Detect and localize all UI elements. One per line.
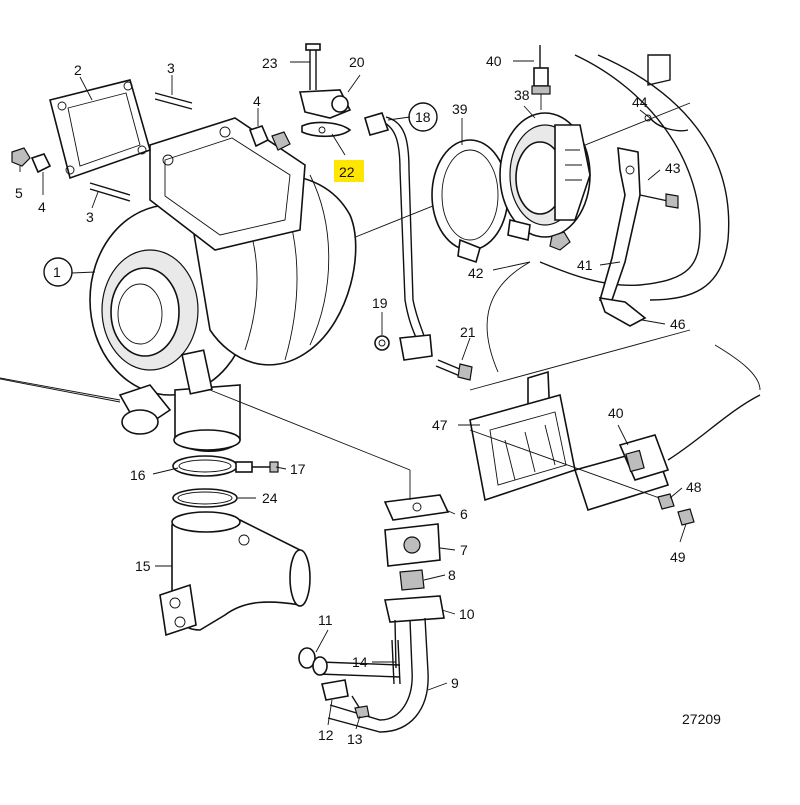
callout-40-top: 40 <box>486 53 502 69</box>
routing-line-right <box>714 344 761 391</box>
bolt-23 <box>305 43 321 90</box>
stud-3-upper <box>154 92 193 110</box>
callout-13: 13 <box>347 731 363 747</box>
bolt-17 <box>252 461 279 473</box>
callout-23: 23 <box>262 55 278 71</box>
callout-24: 24 <box>262 490 278 506</box>
callout-16: 16 <box>130 467 146 483</box>
callout-49: 49 <box>670 549 686 565</box>
callout-43: 43 <box>665 160 681 176</box>
callout-20: 20 <box>349 54 365 70</box>
gasket-2 <box>49 79 151 180</box>
callout-41: 41 <box>577 257 593 273</box>
callout-8: 8 <box>448 567 456 583</box>
oil-pipe-18 <box>364 112 433 361</box>
callout-48: 48 <box>686 479 702 495</box>
bolt-49 <box>677 508 695 526</box>
flange-10 <box>384 595 445 623</box>
callout-4-left: 4 <box>38 199 46 215</box>
callout-4-right: 4 <box>253 93 261 109</box>
spacer-4-left <box>30 153 52 174</box>
spacer-8 <box>399 569 425 591</box>
washer-22 <box>301 121 352 138</box>
sensor-40-lower <box>469 394 761 511</box>
callout-38: 38 <box>514 87 530 103</box>
callout-11: 11 <box>318 612 333 628</box>
nut-42 <box>549 231 571 251</box>
callout-7: 7 <box>460 542 468 558</box>
svg-text:1: 1 <box>53 264 61 280</box>
callout-labels: 2 3 4 5 4 3 1 23 20 22 18 19 21 39 38 40… <box>15 53 721 747</box>
block-7 <box>384 523 441 567</box>
callout-19: 19 <box>372 295 388 311</box>
sensor-40-top <box>531 45 551 110</box>
heat-shield <box>539 54 730 301</box>
callout-10: 10 <box>459 606 475 622</box>
gasket-6 <box>383 494 450 521</box>
callout-42: 42 <box>468 265 484 281</box>
callout-47: 47 <box>432 417 448 433</box>
pipe-9 <box>317 617 429 733</box>
drawing-number: 27209 <box>682 711 721 727</box>
callout-2: 2 <box>74 62 82 78</box>
callout-39: 39 <box>452 101 468 117</box>
bolt-43 <box>639 193 679 209</box>
clip-44 <box>644 114 689 132</box>
svg-text:18: 18 <box>415 109 431 125</box>
callout-9: 9 <box>451 675 459 691</box>
spacer-4-right <box>248 125 291 151</box>
stud-3-lower <box>89 182 131 202</box>
bolt-21 <box>435 359 473 381</box>
adapter-20 <box>298 89 352 119</box>
turbocharger <box>89 117 357 452</box>
callout-1: 1 <box>43 257 73 287</box>
bolt-13 <box>351 695 370 719</box>
callout-3-top: 3 <box>167 60 175 76</box>
callout-40-lower: 40 <box>608 405 624 421</box>
ring-38 <box>499 112 591 241</box>
foot-46 <box>598 296 647 327</box>
washer-19 <box>374 335 390 351</box>
washer-11 <box>298 647 328 676</box>
callout-44: 44 <box>632 94 648 110</box>
callout-12: 12 <box>318 727 334 743</box>
leader-lines <box>0 60 687 730</box>
clamp-16 <box>172 455 253 477</box>
callout-14: 14 <box>352 654 368 670</box>
callout-46: 46 <box>670 316 686 332</box>
callout-22-highlighted: 22 <box>334 160 364 182</box>
routing-line-upper <box>469 329 691 391</box>
bracket-41 <box>598 147 641 301</box>
callout-18: 18 <box>408 102 438 132</box>
clip-12 <box>321 679 349 701</box>
callout-5: 5 <box>15 185 23 201</box>
highlight-box <box>334 160 364 182</box>
elbow-15 <box>159 511 311 637</box>
callout-3-bottom: 3 <box>86 209 94 225</box>
callout-6: 6 <box>460 506 468 522</box>
seal-ring-24 <box>172 488 238 508</box>
callout-15: 15 <box>135 558 151 574</box>
vband-clamp-39 <box>431 139 509 264</box>
bracket-47 <box>469 370 576 502</box>
svg-text:22: 22 <box>339 164 355 180</box>
nut-5 <box>11 147 31 167</box>
callout-17: 17 <box>290 461 306 477</box>
routing-line-42 <box>486 261 531 373</box>
callout-21: 21 <box>460 324 476 340</box>
